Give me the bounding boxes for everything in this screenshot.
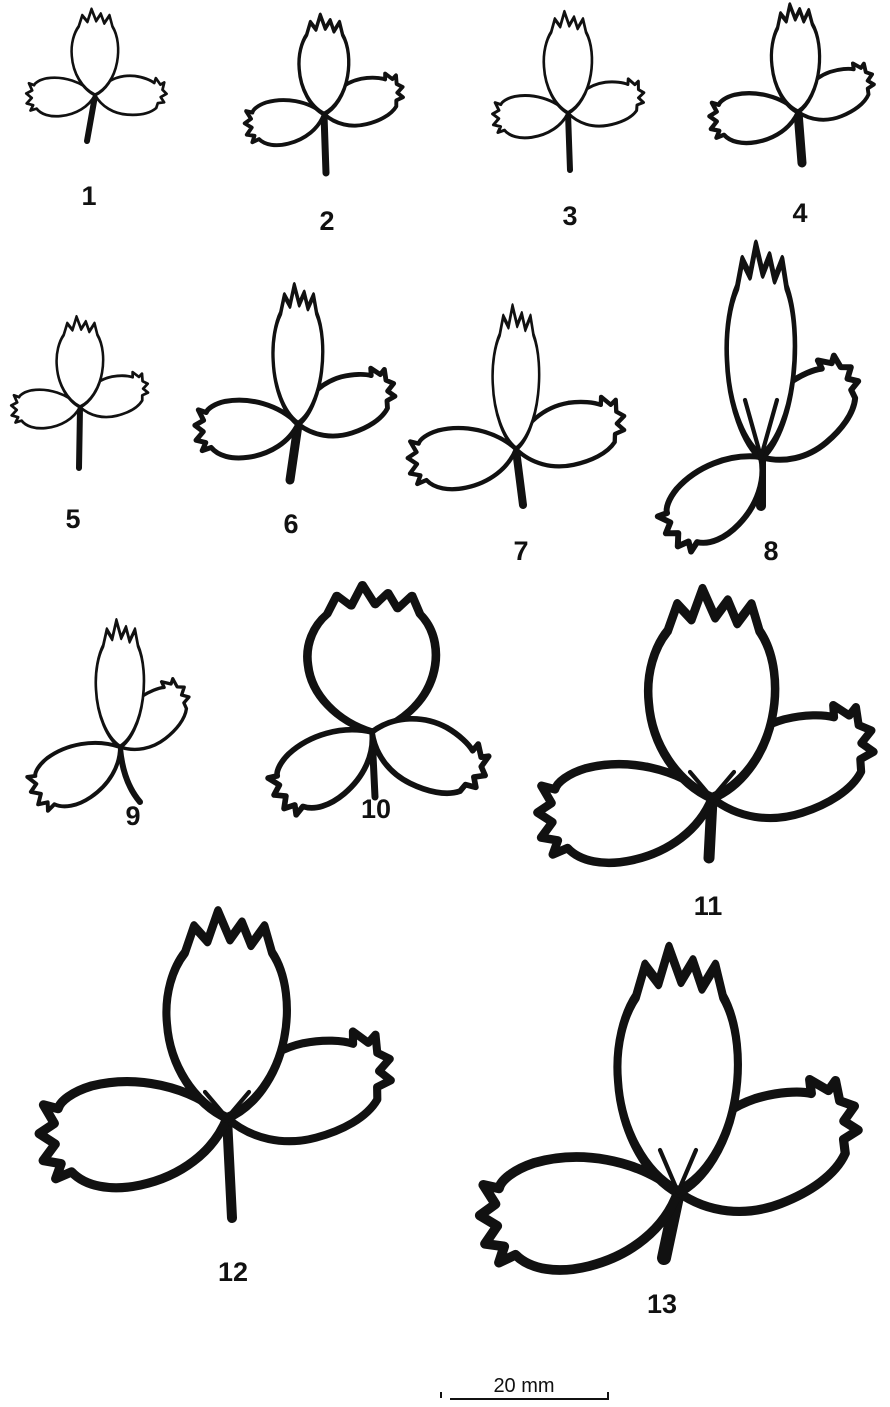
leaf-7	[402, 306, 631, 505]
leaf-13	[469, 948, 878, 1289]
leaf-3	[490, 12, 648, 170]
leaf-12	[30, 911, 404, 1218]
leaf-label-12: 12	[218, 1257, 248, 1287]
leaf-label-13: 13	[647, 1289, 677, 1319]
leaf-label-7: 7	[513, 536, 528, 566]
scale-bar: 20 mm	[441, 1375, 608, 1399]
leaf-label-11: 11	[694, 891, 723, 921]
leaf-label-5: 5	[65, 504, 80, 534]
leaf-label-10: 10	[361, 794, 391, 824]
leaf-label-8: 8	[763, 536, 778, 566]
leaf-label-4: 4	[792, 198, 807, 228]
leaf-6	[191, 285, 404, 480]
leaf-2	[240, 15, 409, 173]
leaf-8	[648, 245, 877, 567]
leaf-5	[9, 317, 153, 468]
leaf-10	[259, 585, 497, 830]
leaf-label-3: 3	[562, 201, 577, 231]
leaf-1	[24, 9, 167, 141]
leaf-label-9: 9	[125, 801, 140, 831]
leaf-11	[529, 589, 889, 878]
leaf-4	[706, 2, 883, 163]
leaf-label-1: 1	[81, 181, 96, 211]
leaf-9	[20, 621, 202, 824]
leaf-label-2: 2	[319, 206, 334, 236]
leaf-label-6: 6	[283, 509, 298, 539]
scale-bar-label: 20 mm	[493, 1375, 554, 1397]
